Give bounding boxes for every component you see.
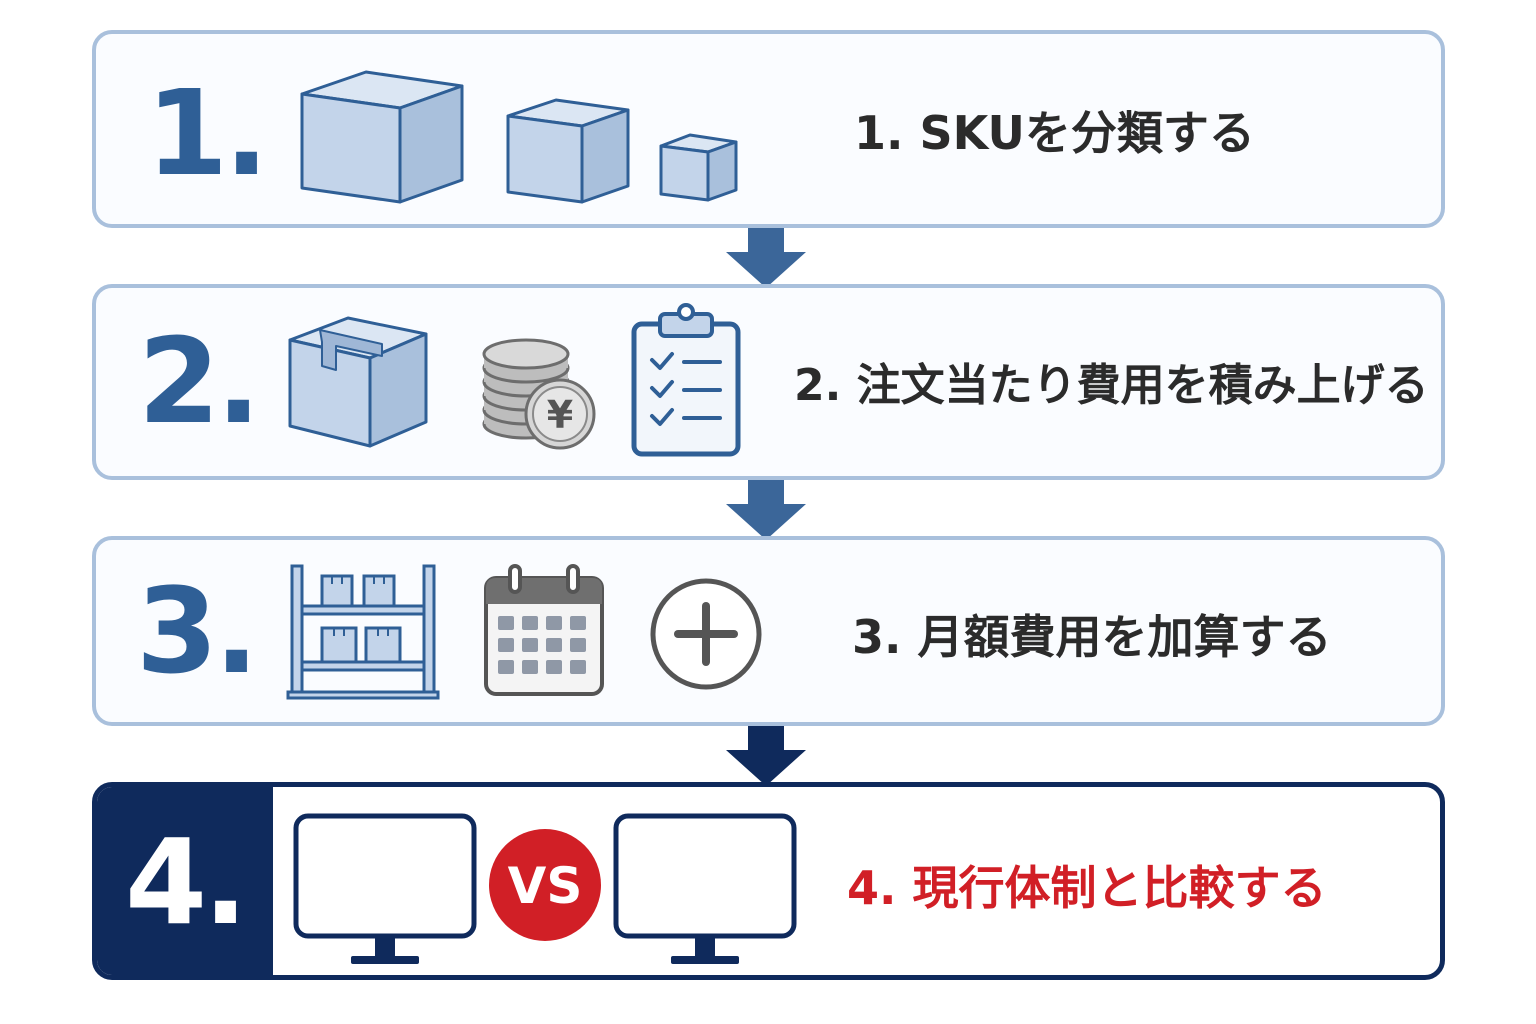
box-small-icon bbox=[659, 133, 738, 202]
step-1-number: 1. bbox=[146, 64, 269, 202]
step-4-label: 4. 現行体制と比較する bbox=[847, 861, 1327, 915]
monitor-right-icon bbox=[613, 813, 797, 964]
arrow-down-icon bbox=[726, 228, 806, 288]
arrow-down-icon bbox=[726, 480, 806, 540]
yen-symbol: ¥ bbox=[547, 393, 573, 437]
yen-coins-icon: ¥ bbox=[482, 338, 596, 450]
calendar-icon bbox=[484, 564, 604, 696]
box-large-icon bbox=[300, 70, 464, 204]
step-2-label: 2. 注文当たり費用を積み上げる bbox=[794, 360, 1429, 411]
plus-circle-icon bbox=[650, 578, 762, 690]
package-icon bbox=[288, 316, 428, 448]
step-3-card: 3. bbox=[92, 536, 1445, 726]
step-1-card: 1. 1. SKUを分類する bbox=[92, 30, 1445, 228]
vs-text: VS bbox=[508, 857, 583, 915]
checklist-clipboard-icon bbox=[631, 303, 741, 457]
box-medium-icon bbox=[506, 98, 630, 204]
step-4-number-cell bbox=[97, 787, 273, 975]
step-1-label: 1. SKUを分類する bbox=[854, 106, 1255, 160]
monitor-left-icon bbox=[293, 813, 477, 964]
step-3-number: 3. bbox=[136, 562, 259, 700]
arrow-down-icon bbox=[726, 726, 806, 786]
step-2-card: 2. ¥ bbox=[92, 284, 1445, 480]
step-2-number: 2. bbox=[138, 312, 261, 450]
warehouse-shelf-icon bbox=[286, 564, 440, 700]
step-4-number: 4. bbox=[125, 813, 248, 951]
step-3-label: 3. 月額費用を加算する bbox=[852, 610, 1332, 664]
step-4-card: 4. VS 4. 現行体制と比較する bbox=[92, 782, 1445, 980]
vs-badge-icon: VS bbox=[489, 829, 601, 941]
